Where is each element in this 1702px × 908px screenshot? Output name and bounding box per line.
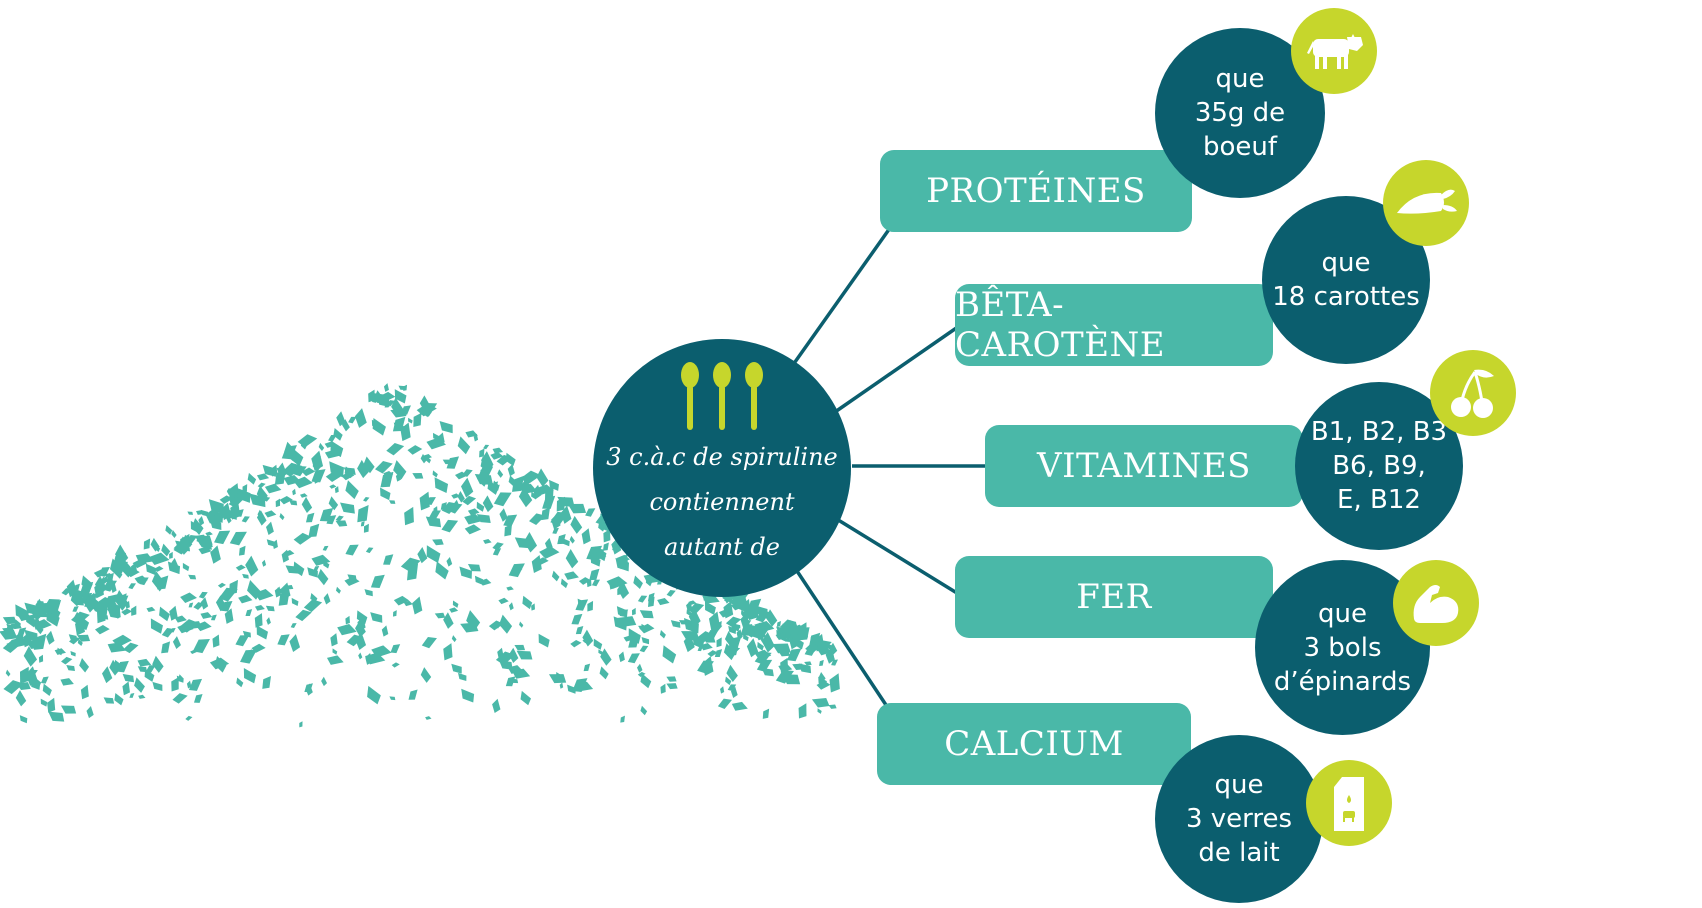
comparison-line: de lait xyxy=(1198,838,1280,868)
pill-calcium: CALCIUM xyxy=(877,703,1191,785)
connector-beta-carotene xyxy=(834,320,966,414)
milk-carton-icon xyxy=(1306,760,1392,846)
cherry-icon xyxy=(1430,350,1516,436)
center-caption-line-1: 3 c.à.c de spiruline xyxy=(606,442,838,471)
comparison-line: B6, B9, xyxy=(1332,451,1426,481)
comparison-line: boeuf xyxy=(1202,132,1278,162)
center-caption-line-3: autant de xyxy=(663,532,780,561)
connector-fer xyxy=(834,516,966,600)
comparison-line: E, B12 xyxy=(1337,485,1421,515)
center-circle: 3 c.à.c de spiruline contiennent autant … xyxy=(593,339,851,597)
comparison-circle-vitamines: B1, B2, B3 B6, B9, E, B12 xyxy=(1295,382,1463,550)
carrot-icon xyxy=(1383,160,1469,246)
comparison-line: 18 carottes xyxy=(1272,282,1420,312)
comparison-line: 3 verres xyxy=(1185,804,1293,834)
comparison-line: B1, B2, B3 xyxy=(1310,417,1448,447)
comparison-line: 3 bols xyxy=(1303,632,1382,663)
comparison-line: 35g de xyxy=(1194,98,1286,128)
pill-beta-carotene: BÊTA-CAROTÈNE xyxy=(955,284,1273,366)
connector-proteines xyxy=(793,226,892,364)
comparison-line: que xyxy=(1214,770,1264,800)
pill-vitamines: VITAMINES xyxy=(985,425,1303,507)
spirulina-powder-pile xyxy=(0,383,840,728)
comparison-line: d’épinards xyxy=(1273,666,1412,697)
comparison-line: que xyxy=(1321,248,1371,278)
comparison-circle-calcium: que 3 verres de lait xyxy=(1155,735,1323,903)
muscle-arm-icon xyxy=(1393,560,1479,646)
pill-fer: FER xyxy=(955,556,1273,638)
comparison-line: que xyxy=(1215,64,1265,94)
connector-calcium xyxy=(793,567,890,709)
pill-proteines: PROTÉINES xyxy=(880,150,1192,232)
spoon-icon xyxy=(681,361,763,430)
center-caption-line-2: contiennent xyxy=(649,487,795,516)
comparison-line: que xyxy=(1318,598,1367,629)
cow-icon xyxy=(1291,8,1377,94)
